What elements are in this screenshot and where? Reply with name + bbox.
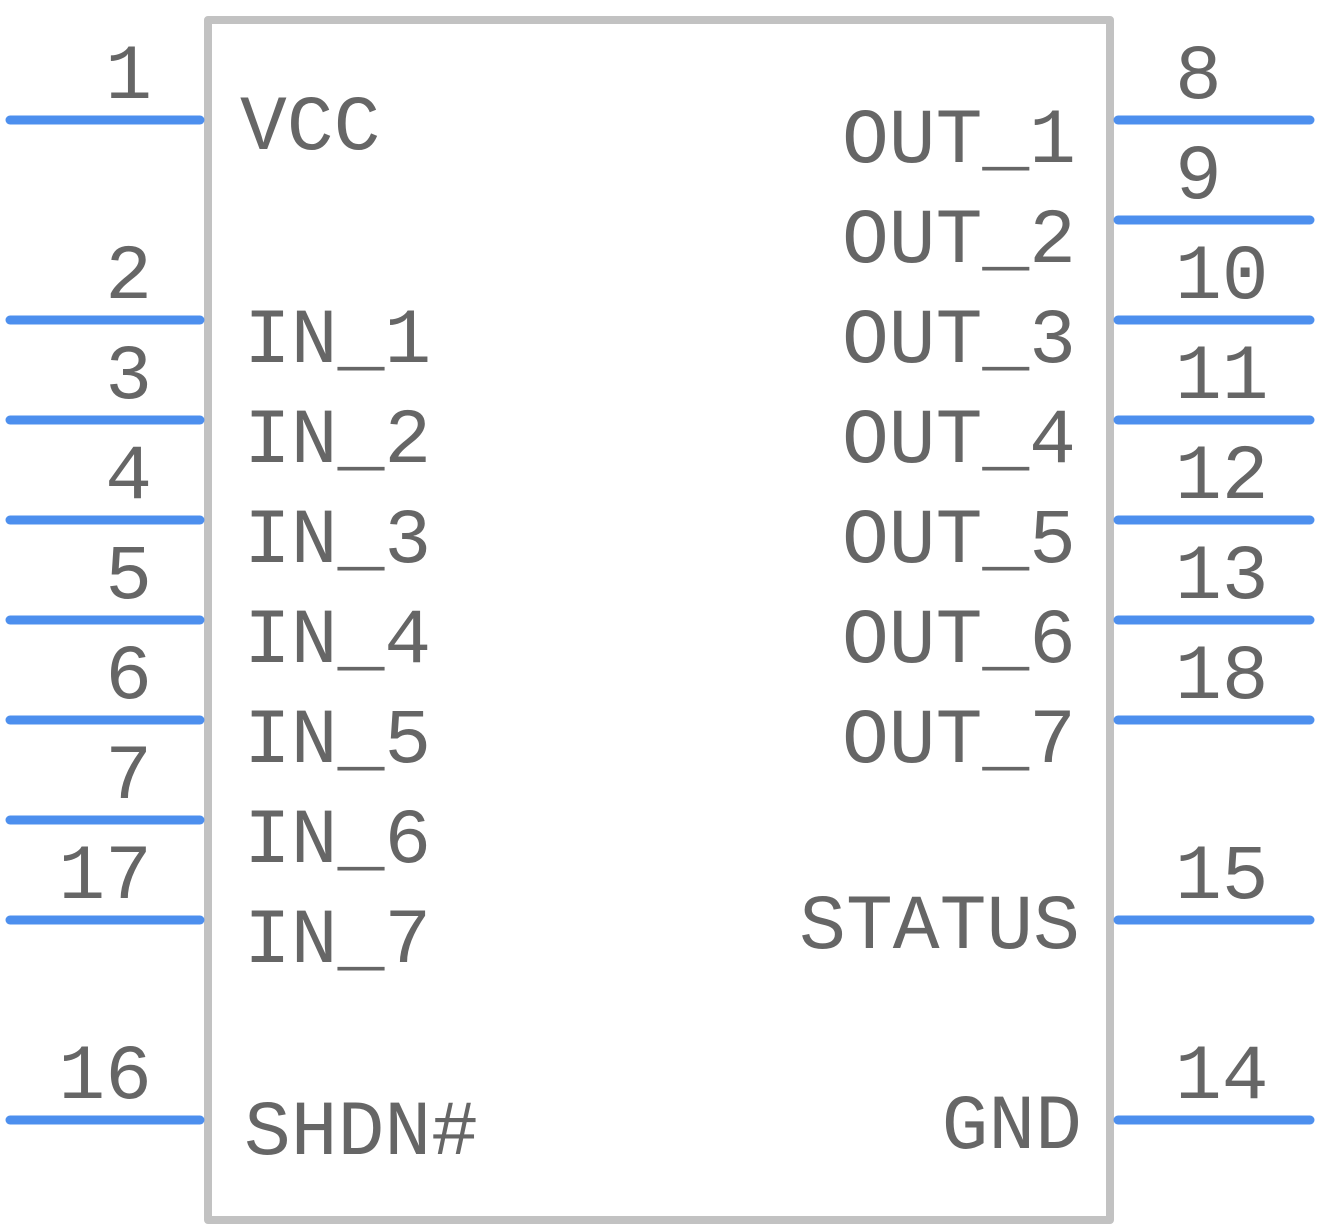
pin-number-status: 15: [1175, 834, 1269, 922]
pin-status: 15 STATUS: [799, 834, 1315, 972]
pin-number-in-5: 6: [105, 634, 152, 722]
pin-label-out-6: OUT_6: [842, 598, 1076, 686]
pin-label-in-5: IN_5: [244, 698, 431, 786]
pin-label-out-1: OUT_1: [842, 98, 1076, 186]
pin-vcc: 1 VCC: [5, 34, 380, 173]
pin-number-in-6: 7: [105, 734, 152, 822]
pin-label-status: STATUS: [799, 884, 1080, 972]
pin-number-in-4: 5: [105, 534, 152, 622]
pin-label-shdn: SHDN#: [244, 1090, 478, 1178]
pin-shdn: 16 SHDN#: [5, 1034, 478, 1178]
pin-label-in-3: IN_3: [244, 498, 431, 586]
pin-out-1: 8 OUT_1: [842, 34, 1315, 186]
pin-out-6: 13 OUT_6: [842, 534, 1315, 686]
pin-number-out-3: 10: [1175, 234, 1269, 322]
pin-number-out-7: 18: [1175, 634, 1269, 722]
pin-in-6: 7 IN_6: [5, 734, 431, 886]
pin-label-out-2: OUT_2: [842, 198, 1076, 286]
pin-out-7: 18 OUT_7: [842, 634, 1315, 786]
pin-number-in-7: 17: [58, 834, 152, 922]
pin-label-vcc: VCC: [240, 85, 380, 173]
pin-number-out-6: 13: [1175, 534, 1269, 622]
pin-label-in-2: IN_2: [244, 398, 431, 486]
pin-in-5: 6 IN_5: [5, 634, 431, 786]
pin-number-in-1: 2: [105, 234, 152, 322]
pin-number-vcc: 1: [105, 34, 152, 122]
ic-body: [204, 16, 1114, 1224]
pin-number-in-2: 3: [105, 334, 152, 422]
pin-label-out-7: OUT_7: [842, 698, 1076, 786]
pin-in-2: 3 IN_2: [5, 334, 431, 486]
pin-in-1: 2 IN_1: [5, 234, 431, 386]
pin-in-4: 5 IN_4: [5, 534, 431, 686]
pin-number-out-1: 8: [1175, 34, 1222, 122]
pin-label-in-1: IN_1: [244, 298, 431, 386]
pin-label-out-5: OUT_5: [842, 498, 1076, 586]
pin-out-4: 11 OUT_4: [842, 334, 1315, 486]
pin-number-shdn: 16: [58, 1034, 152, 1122]
pin-out-3: 10 OUT_3: [842, 234, 1315, 386]
pin-number-gnd: 14: [1175, 1034, 1269, 1122]
pin-out-5: 12 OUT_5: [842, 434, 1315, 586]
pin-label-gnd: GND: [942, 1084, 1082, 1172]
pin-gnd: 14 GND: [942, 1034, 1315, 1172]
pin-label-in-7: IN_7: [244, 898, 431, 986]
pin-label-in-4: IN_4: [244, 598, 431, 686]
pin-label-in-6: IN_6: [244, 798, 431, 886]
pin-number-out-2: 9: [1175, 134, 1222, 222]
pin-number-out-5: 12: [1175, 434, 1269, 522]
pin-out-2: 9 OUT_2: [842, 134, 1315, 286]
pin-number-out-4: 11: [1175, 334, 1269, 422]
pin-label-out-3: OUT_3: [842, 298, 1076, 386]
pin-in-7: 17 IN_7: [5, 834, 431, 986]
pin-label-out-4: OUT_4: [842, 398, 1076, 486]
pin-in-3: 4 IN_3: [5, 434, 431, 586]
pin-number-in-3: 4: [105, 434, 152, 522]
